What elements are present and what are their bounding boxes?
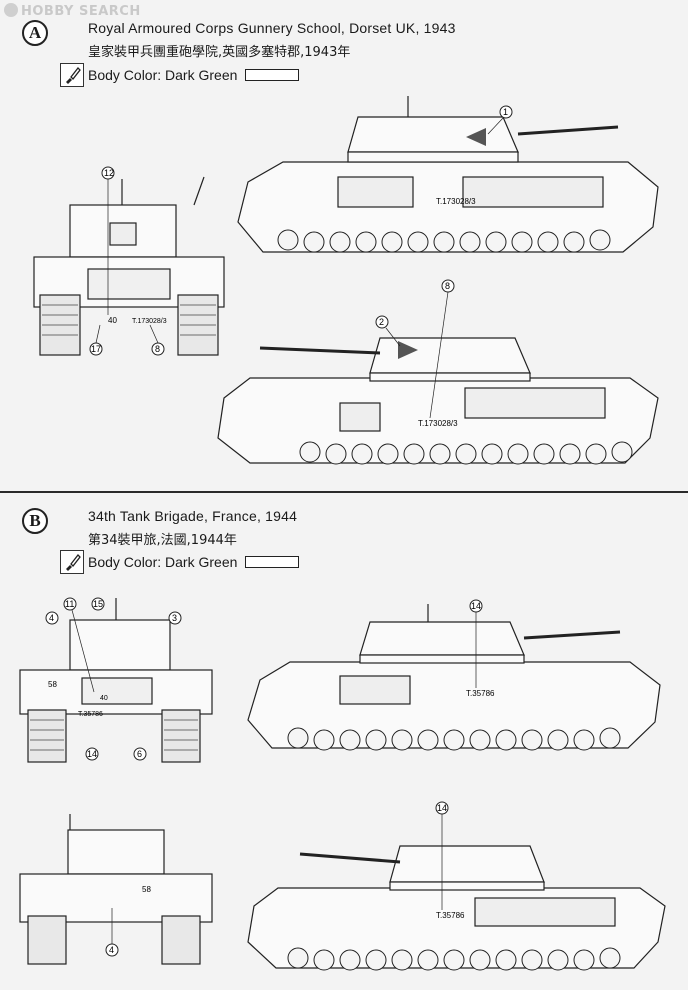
callout-number: 14: [471, 601, 481, 611]
section-divider: [0, 491, 688, 493]
front-turret: [69, 619, 171, 671]
watermark: HOBBY SEARCH: [4, 3, 141, 19]
side-road-wheels: [287, 727, 621, 751]
front-serial: T.35786: [78, 711, 103, 718]
scheme-title-en: 34th Tank Brigade, France, 1944: [88, 508, 298, 524]
side-road-wheels: [277, 229, 611, 253]
callout-number: 12: [104, 168, 114, 178]
rear-hull: [19, 873, 213, 923]
side-turret: [369, 337, 531, 374]
paint-brush-icon: [60, 550, 84, 574]
side-view-bottom-drawing: T.173028/3 2 8: [217, 279, 659, 465]
side-serial: T.173028/3: [418, 419, 458, 428]
front-plate-number: 40: [100, 695, 108, 702]
side-turret: [359, 621, 525, 656]
callout-number: 2: [379, 317, 384, 327]
recognition-arrow: [398, 341, 418, 359]
callout-number: 1: [503, 107, 508, 117]
color-swatch: [245, 556, 300, 568]
callout-number: 8: [155, 344, 160, 354]
front-callouts: 12 8 17: [89, 166, 165, 356]
side-view-top-drawing: T.173028/3 1: [237, 96, 659, 253]
scheme-title-zh: 皇家裝甲兵團重砲學院,英國多塞特郡,1943年: [88, 45, 351, 60]
front-view-drawing: 58 40 T.35786 4 11 15 3 14 6: [19, 597, 213, 763]
side-serial: T.35786: [436, 911, 465, 920]
side-serial: T.173028/3: [436, 197, 476, 206]
rear-callouts: 4: [105, 908, 119, 957]
watermark-logo-icon: [4, 3, 18, 17]
rear-view-drawing: 58 4: [19, 814, 213, 965]
recognition-arrow: [466, 128, 486, 146]
callout-number: 14: [437, 803, 447, 813]
callout-number: 4: [109, 945, 114, 955]
hull-mark: 58: [142, 885, 151, 894]
side-callouts: 1: [487, 105, 513, 135]
front-serial: T.173028/3: [132, 318, 167, 325]
side-view-top-drawing: T.35786 14: [247, 599, 661, 751]
rear-turret: [67, 829, 165, 875]
callout-number: 3: [172, 613, 177, 623]
side-callouts: 2 8: [375, 279, 455, 419]
callout-number: 17: [91, 344, 101, 354]
side-callouts: 14: [435, 801, 449, 910]
side-road-wheels: [287, 947, 621, 971]
callout-number: 4: [49, 613, 54, 623]
hull-mark: 58: [48, 680, 57, 689]
callout-number: 11: [65, 599, 74, 609]
callout-number: 14: [87, 749, 97, 759]
side-callouts: 14: [469, 599, 483, 688]
front-callouts: 4 11 15 3 14 6: [45, 597, 182, 761]
side-road-wheels: [299, 441, 633, 465]
callout-number: 6: [137, 749, 142, 759]
callout-number: 15: [93, 599, 103, 609]
front-plate-number: 40: [108, 316, 117, 325]
front-view-drawing: 40 T.173028/3 12 8 17: [33, 166, 225, 356]
side-turret: [389, 845, 545, 883]
scheme-letter: B: [22, 508, 48, 534]
scheme-b: B 34th Tank Brigade, France, 1944 第34裝甲旅…: [0, 492, 688, 990]
paint-brush-icon: [60, 63, 84, 87]
side-serial: T.35786: [466, 689, 495, 698]
body-color-row: Body Color: Dark Green: [60, 63, 300, 87]
scheme-letter: A: [22, 20, 48, 46]
body-color-label: Body Color: Dark Green: [88, 554, 238, 570]
scheme-title-zh: 第34裝甲旅,法國,1944年: [88, 533, 237, 548]
scheme-a: A Royal Armoured Corps Gunnery School, D…: [0, 0, 688, 490]
color-swatch: [245, 69, 300, 81]
watermark-text: HOBBY SEARCH: [21, 4, 141, 19]
body-color-row: Body Color: Dark Green: [60, 550, 300, 574]
scheme-title-en: Royal Armoured Corps Gunnery School, Dor…: [88, 20, 456, 36]
side-view-bottom-drawing: T.35786 14: [247, 801, 666, 971]
body-color-label: Body Color: Dark Green: [88, 67, 238, 83]
side-turret: [347, 116, 519, 153]
callout-number: 8: [445, 281, 450, 291]
